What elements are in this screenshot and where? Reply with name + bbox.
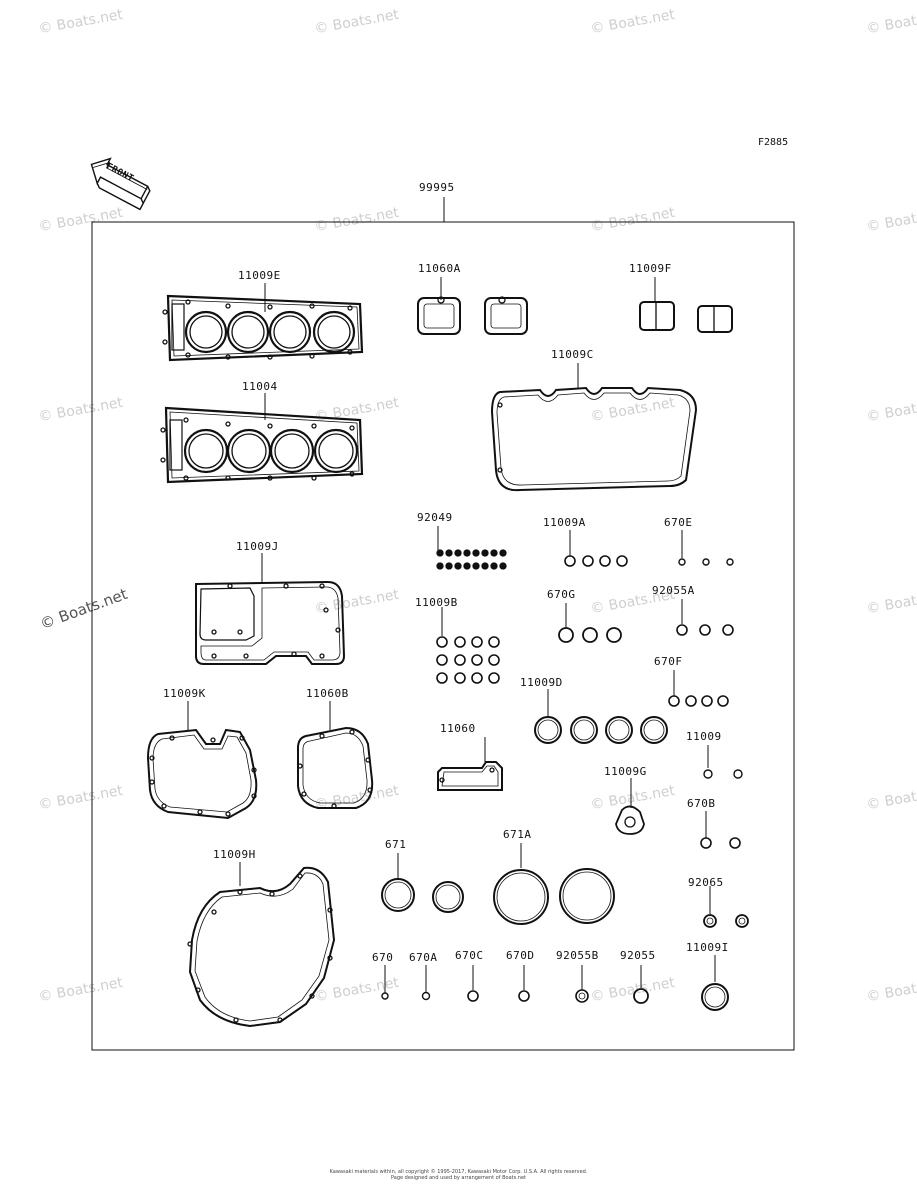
part-label: 11009D [520, 676, 563, 689]
kit-label: 99995 [419, 181, 455, 194]
head-gasket-11004 [160, 393, 364, 484]
bottom-row-parts [381, 955, 729, 1011]
diagram-code: F2885 [758, 137, 789, 148]
part-label: 92055 [620, 949, 656, 962]
part-label: 11009J [236, 540, 279, 553]
rings-11009d [534, 689, 668, 744]
part-label: 11009F [629, 262, 672, 275]
part-label: 11009A [543, 516, 586, 529]
part-label: 11004 [242, 380, 278, 393]
part-label: 92049 [417, 511, 453, 524]
oil-pan-gasket-11009j [195, 553, 346, 665]
part-label: 92065 [688, 876, 724, 889]
part-label: 11009K [163, 687, 206, 700]
rings-670f [668, 670, 729, 707]
part-label: 92055A [652, 584, 695, 597]
part-label: 670F [654, 655, 683, 668]
rings-92065 [703, 886, 749, 928]
gasket-11009h [187, 862, 336, 1028]
gasket-11060b [297, 701, 374, 809]
rings-670b [700, 811, 741, 849]
orings-671 [381, 853, 464, 913]
orings-671a [493, 843, 615, 925]
kit-box [91, 221, 795, 1051]
part-label: 670B [687, 797, 716, 810]
head-gasket-11009e [162, 283, 364, 362]
part-label: 11009B [415, 596, 458, 609]
part-label: 670C [455, 949, 484, 962]
part-label: 671 [385, 838, 407, 851]
part-label: 11009I [686, 941, 729, 954]
gasket-11009f [639, 277, 733, 333]
part-label: 671A [503, 828, 532, 841]
rings-11009a [564, 530, 628, 567]
part-label: 670G [547, 588, 576, 601]
rings-11009 [703, 745, 743, 779]
part-label: 670 [372, 951, 394, 964]
valve-cover-gasket-11009c [490, 363, 698, 492]
part-label: 11009H [213, 848, 256, 861]
copyright-line: Kawasaki materials within, all copyright… [329, 1169, 588, 1175]
part-label: 670A [409, 951, 438, 964]
part-label: 11060B [306, 687, 349, 700]
front-arrow-icon [90, 157, 151, 211]
part-label: 11009C [551, 348, 594, 361]
gasket-11009k [146, 701, 258, 820]
copyright-line-2: Page designed and used by arrangement of… [390, 1175, 526, 1181]
part-label: 11009E [238, 269, 281, 282]
rings-670g [558, 603, 622, 643]
gasket-11060a [417, 277, 528, 335]
part-label: 11009G [604, 765, 647, 778]
part-label: 670E [664, 516, 693, 529]
gasket-11009g [615, 778, 645, 835]
rings-670e [678, 530, 734, 566]
rings-11009b [436, 607, 500, 684]
part-label: 11060 [440, 722, 476, 735]
part-label: 11009 [686, 730, 722, 743]
rings-92055a [676, 599, 734, 636]
part-label: 670D [506, 949, 535, 962]
part-label: 92055B [556, 949, 599, 962]
parts-92049 [436, 549, 507, 570]
gasket-11060 [437, 737, 503, 791]
part-label: 11060A [418, 262, 461, 275]
